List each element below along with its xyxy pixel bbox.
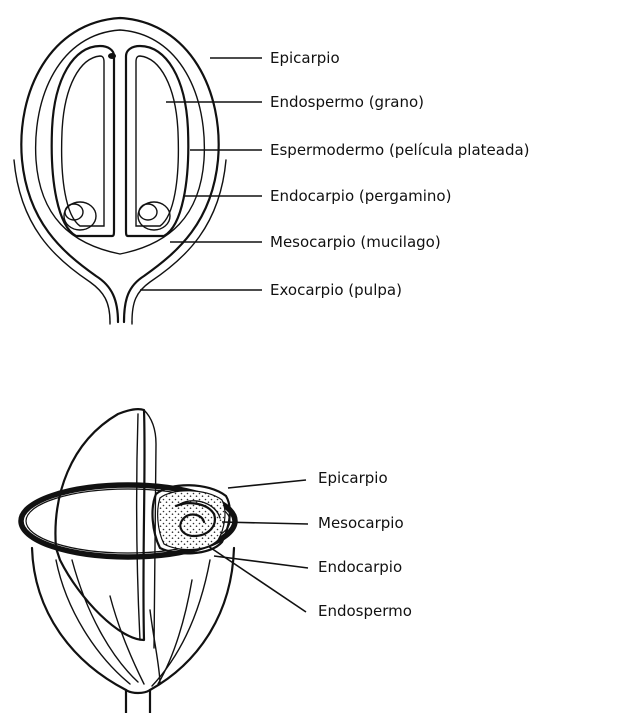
- label-exocarpio-pulpa: Exocarpio (pulpa): [270, 281, 402, 299]
- epicarp-outline: [21, 18, 218, 322]
- label-espermodermo: Espermodermo (película plateada): [270, 141, 530, 159]
- label-endocarpio-bottom: Endocarpio: [318, 558, 402, 576]
- label-mesocarpio-bottom: Mesocarpio: [318, 514, 404, 532]
- label-endospermo-grano: Endospermo (grano): [270, 93, 424, 111]
- mesocarp-boundary: [36, 30, 205, 254]
- label-mesocarpio-mucilago: Mesocarpio (mucilago): [270, 233, 441, 251]
- label-epicarpio-top: Epicarpio: [270, 49, 340, 67]
- label-endocarpio-pergamino: Endocarpio (pergamino): [270, 187, 451, 205]
- apex-spot: [108, 53, 116, 59]
- cup-body: [32, 548, 234, 693]
- left-bean-endosperm: [62, 56, 104, 226]
- label-epicarpio-bottom: Epicarpio: [318, 469, 388, 487]
- exocarp-outline: [14, 160, 110, 322]
- right-bean-endosperm: [136, 56, 178, 226]
- label-endospermo-bottom: Endospermo: [318, 602, 412, 620]
- left-half-bean: [55, 409, 144, 640]
